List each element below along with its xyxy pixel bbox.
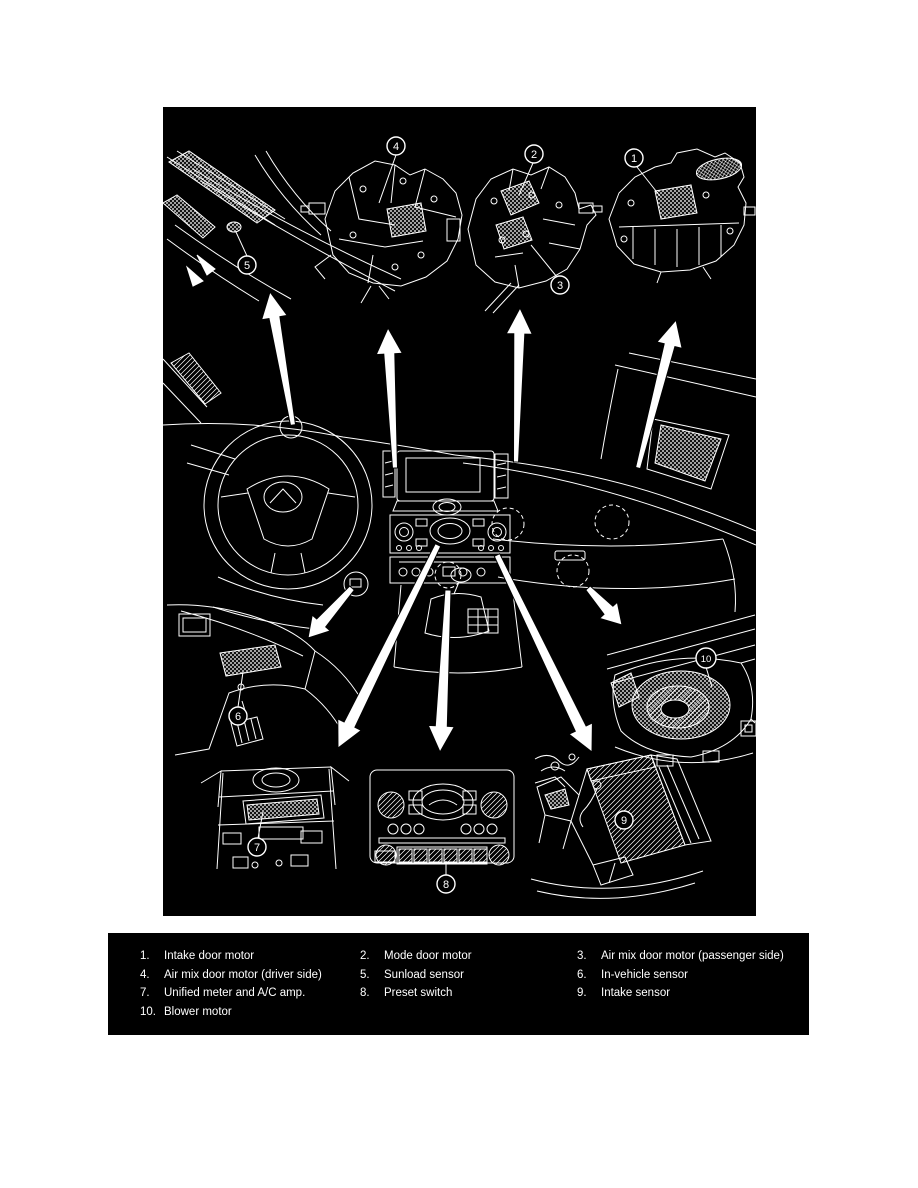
sunload-sensor-location-drawing [163, 150, 402, 302]
legend-item-label: Air mix door motor (driver side) [164, 968, 322, 981]
legend-item: 2. Mode door motor [360, 950, 577, 963]
preset-switch-drawing [369, 769, 515, 875]
legend-item-number: 10. [140, 1005, 156, 1018]
callout-7: 7 [247, 837, 267, 857]
legend-item-number: 5. [360, 968, 370, 981]
legend-item: 4. Air mix door motor (driver side) [140, 969, 360, 982]
glovebox-handle [554, 550, 586, 561]
callout-10: 10 [695, 647, 717, 669]
legend: 1. Intake door motor 2. Mode door motor … [108, 933, 809, 1035]
block-arrow [375, 326, 404, 469]
legend-item-label: Sunload sensor [384, 968, 464, 981]
legend-item: 9. Intake sensor [577, 987, 809, 1000]
location-marker [491, 507, 525, 541]
legend-item-label: Intake door motor [164, 950, 255, 962]
in-vehicle-sensor-drawing [166, 604, 362, 756]
legend-item: 8. Preset switch [360, 987, 577, 1000]
legend-grid: 1. Intake door motor 2. Mode door motor … [108, 933, 809, 1024]
svg-text:7: 7 [254, 842, 260, 854]
legend-row: 1. Intake door motor 2. Mode door motor … [140, 950, 809, 963]
legend-item: 5. Sunload sensor [360, 969, 577, 982]
legend-item: 10. Blower motor [140, 1006, 360, 1019]
legend-item-number: 8. [360, 987, 370, 999]
blower-motor-drawing [606, 614, 756, 767]
legend-item-number: 9. [577, 987, 587, 999]
legend-item-label: In-vehicle sensor [601, 968, 688, 981]
block-arrow [427, 589, 456, 754]
callout-4: 4 [386, 136, 406, 156]
svg-text:2: 2 [531, 149, 537, 161]
legend-item-label: Unified meter and A/C amp. [164, 987, 306, 999]
callout-8: 8 [436, 874, 456, 894]
intake-sensor-drawing [530, 753, 712, 899]
air-mix-door-motor-driver-drawing [300, 154, 463, 304]
legend-item-label: Preset switch [384, 987, 453, 999]
block-arrow [337, 543, 442, 750]
callout-9: 9 [614, 810, 634, 830]
legend-row: 10. Blower motor [140, 1006, 809, 1019]
block-arrow [493, 553, 593, 754]
mode-door-motor-drawing [467, 162, 603, 314]
block-arrow [635, 318, 683, 470]
legend-item-number: 1. [140, 950, 150, 962]
legend-item-label: Intake sensor [601, 987, 671, 999]
legend-row: 4. Air mix door motor (driver side) 5. S… [140, 969, 809, 982]
block-arrow [307, 585, 355, 639]
svg-text:5: 5 [244, 260, 250, 272]
tweeter-grille [646, 418, 730, 490]
legend-item: 6. In-vehicle sensor [577, 969, 809, 982]
svg-text:3: 3 [557, 280, 563, 292]
in-vehicle-sensor-grille [219, 644, 282, 677]
legend-item-number: 3. [577, 950, 587, 962]
legend-item-label: Mode door motor [384, 950, 472, 962]
location-marker [594, 504, 630, 540]
component-location-diagram: 1 2 3 4 5 [163, 107, 756, 916]
svg-text:1: 1 [631, 153, 637, 165]
svg-text:4: 4 [393, 141, 399, 153]
callout-layer: 1 2 3 4 5 [228, 136, 717, 894]
unified-meter-ac-amp-drawing [200, 765, 350, 870]
callout-3: 3 [550, 275, 570, 295]
intake-door-motor-drawing [608, 148, 756, 284]
svg-text:10: 10 [701, 654, 712, 665]
legend-item: 1. Intake door motor [140, 950, 360, 963]
dashboard-overview-drawing [163, 352, 756, 674]
steering-wheel [203, 420, 373, 590]
block-arrow [505, 306, 534, 463]
legend-item: 7. Unified meter and A/C amp. [140, 987, 360, 1000]
preset-switch-location-marker [434, 561, 462, 589]
infiniti-logo-icon [263, 481, 303, 513]
ac-amp-module [246, 798, 320, 821]
sunload-sensor-icon [226, 221, 242, 233]
block-arrow [585, 585, 623, 626]
legend-item-number: 2. [360, 950, 370, 962]
svg-text:8: 8 [443, 879, 449, 891]
legend-item-number: 7. [140, 987, 150, 999]
svg-text:6: 6 [235, 711, 241, 723]
legend-row: 7. Unified meter and A/C amp. 8. Preset … [140, 987, 809, 1000]
diagram-art: 1 2 3 4 5 [163, 136, 756, 899]
legend-item-number: 6. [577, 968, 587, 981]
legend-item-number: 4. [140, 968, 150, 981]
legend-item-label: Blower motor [164, 1005, 232, 1018]
callout-6: 6 [228, 706, 248, 726]
callout-2: 2 [524, 144, 544, 164]
svg-text:9: 9 [621, 815, 627, 827]
callout-5: 5 [237, 255, 257, 275]
legend-item: 3. Air mix door motor (passenger side) [577, 950, 809, 963]
callout-1: 1 [624, 148, 644, 168]
block-arrow [260, 290, 297, 426]
pointer-arrows [260, 290, 683, 754]
legend-item-label: Air mix door motor (passenger side) [601, 950, 784, 962]
